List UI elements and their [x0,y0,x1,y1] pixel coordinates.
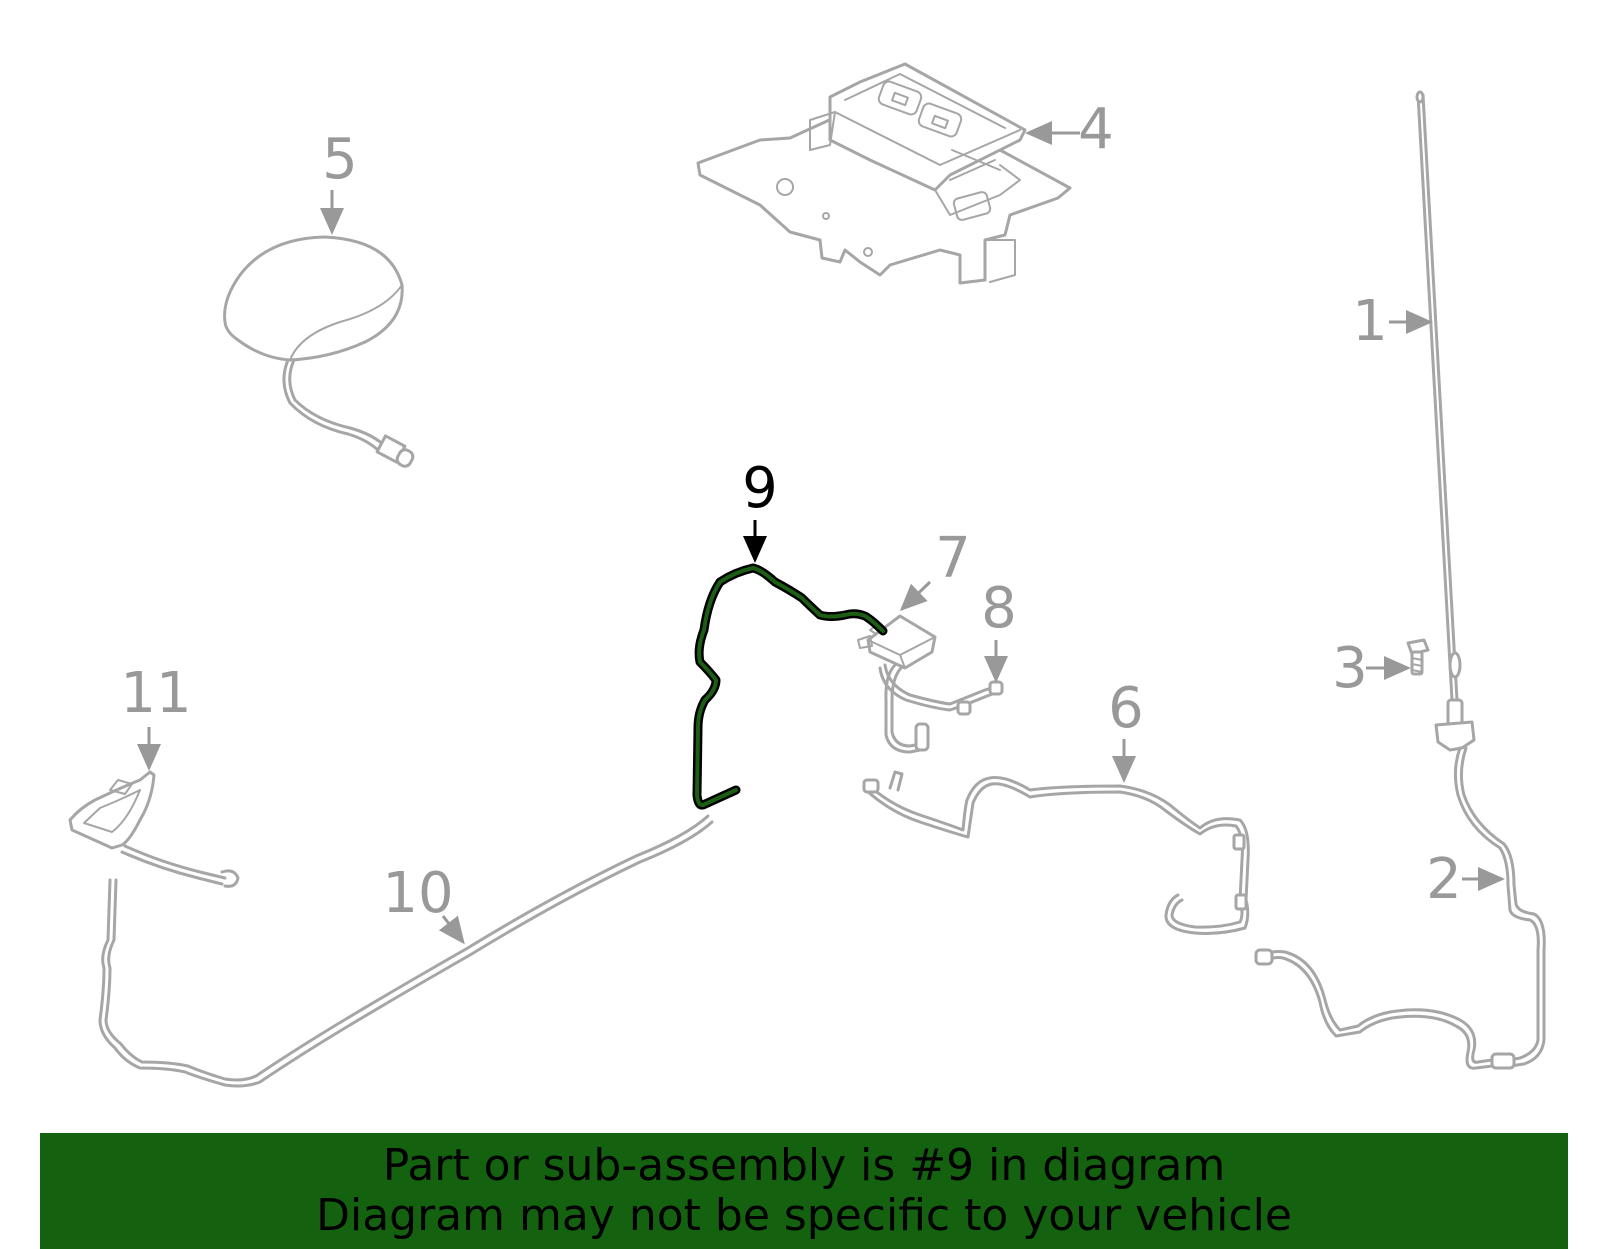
callout-3: 3 [1332,636,1368,701]
callout-arrows [137,121,1505,945]
arrow-10 [438,915,465,945]
callout-11: 11 [120,661,191,726]
callout-10: 10 [382,861,453,926]
part-10-cable [98,814,714,1088]
part-2-antenna-cable [1254,746,1546,1070]
callout-8: 8 [981,576,1017,641]
part-5-roof-antenna [223,235,415,468]
part-4-receiver-module [696,62,1072,285]
banner-background [40,1133,1568,1249]
callout-2: 2 [1426,847,1462,912]
part-9-antenna-cable [692,563,888,810]
arrow-7 [899,580,932,612]
part-1-antenna-mast [1415,90,1476,752]
banner-line-disclaimer: Diagram may not be specific to your vehi… [316,1190,1292,1241]
part-6-cable [862,770,1250,935]
callout-7: 7 [935,526,971,591]
part-3-bolt [1406,638,1430,676]
part-11-bracket [68,770,240,888]
callout-6: 6 [1108,676,1144,741]
callout-9: 9 [742,456,778,521]
callout-1: 1 [1352,289,1388,354]
info-banner: Part or sub-assembly is #9 in diagram Di… [40,1133,1568,1249]
banner-line-part: Part or sub-assembly is #9 in diagram [382,1140,1226,1191]
callout-labels: 5 4 1 3 2 7 8 6 11 10 9 [120,97,1461,926]
callout-5: 5 [322,127,358,192]
callout-4: 4 [1078,97,1114,162]
